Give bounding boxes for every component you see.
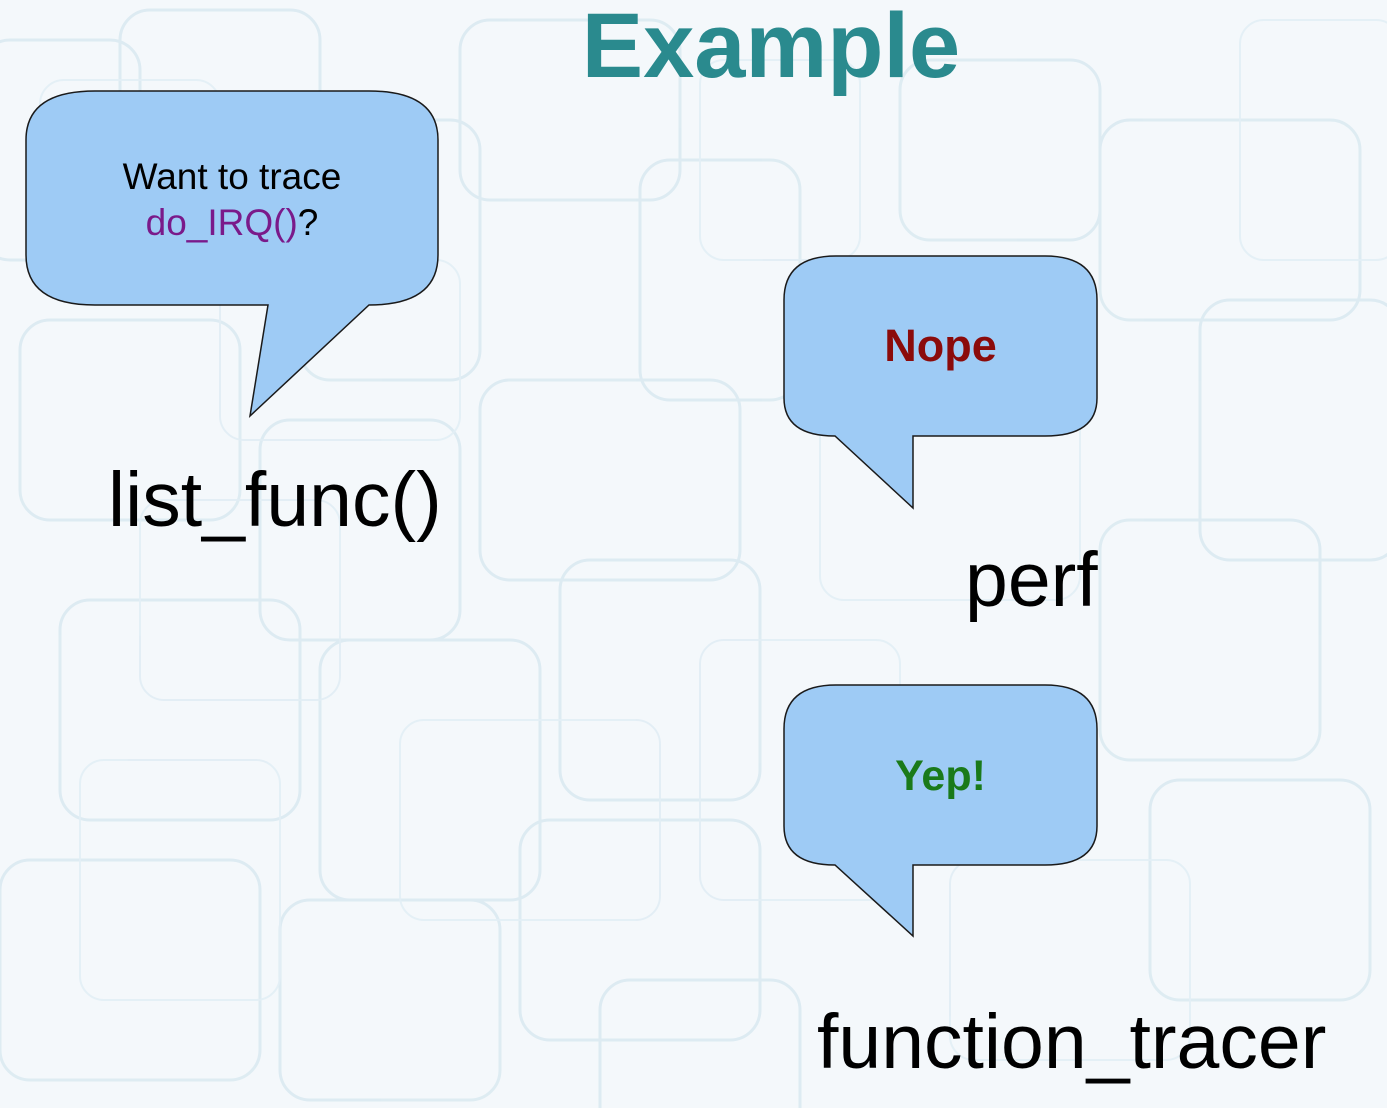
yep-text: Yep! [895, 752, 986, 800]
slide-title: Example [581, 0, 961, 97]
question-mark: ? [297, 202, 319, 243]
function-name: do_IRQ() [145, 202, 298, 243]
question-line: Want to trace [122, 156, 342, 197]
caption-perf: perf [965, 537, 1098, 623]
caption-function-tracer: function_tracer [817, 999, 1327, 1085]
caption-list-func: list_func() [108, 457, 442, 543]
question-function-line: do_IRQ()? [26, 200, 438, 246]
nope-text: Nope [884, 320, 997, 371]
question-text: Want to trace do_IRQ()? [26, 154, 438, 246]
